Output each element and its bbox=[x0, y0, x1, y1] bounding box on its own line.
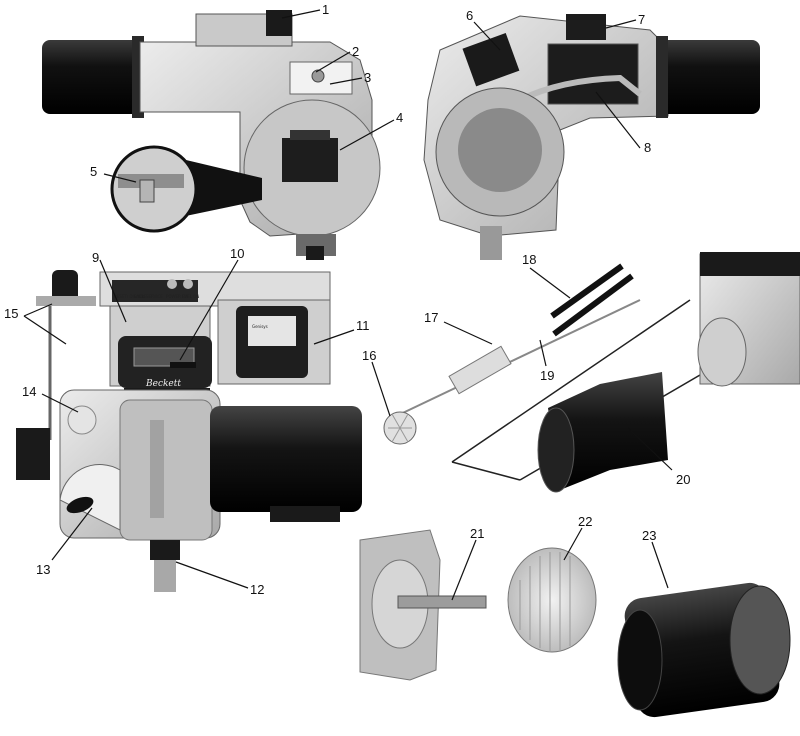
callout-15: 15 bbox=[4, 306, 18, 321]
callout-9: 9 bbox=[92, 250, 99, 265]
callout-20: 20 bbox=[676, 472, 690, 487]
callout-7: 7 bbox=[638, 12, 645, 27]
blower-wheel bbox=[507, 547, 597, 653]
panel-label-fuel: FUEL ON bbox=[182, 294, 199, 299]
motor bbox=[210, 406, 362, 512]
panel-label-lock: LOCK SERVICE bbox=[134, 294, 163, 299]
callout-10: 10 bbox=[230, 246, 244, 261]
callout-numbers: 1 2 3 4 5 6 7 8 9 10 11 12 13 14 15 16 1… bbox=[4, 2, 690, 597]
callout-2: 2 bbox=[352, 44, 359, 59]
callout-11: 11 bbox=[356, 318, 370, 333]
panel-label-power: POWER ON bbox=[166, 294, 188, 299]
callout-6: 6 bbox=[466, 8, 473, 23]
callout-5: 5 bbox=[90, 164, 97, 179]
callout-16: 16 bbox=[362, 348, 376, 363]
transformer-mount bbox=[282, 138, 338, 182]
shaft bbox=[397, 595, 487, 609]
electrode-assembly-exploded bbox=[383, 252, 800, 493]
control-brand-label: Beckett bbox=[145, 379, 181, 389]
nozzle-adapter bbox=[448, 345, 512, 395]
valve-block bbox=[266, 10, 292, 36]
burner-assembled-view: RESET/ DISABLE LOCK SERVICE POWER ON FUE… bbox=[16, 270, 362, 592]
callout-19: 19 bbox=[540, 368, 554, 383]
leader-lines bbox=[23, 9, 673, 601]
burner-view-left-side bbox=[42, 10, 381, 260]
callout-18: 18 bbox=[522, 252, 536, 267]
air-tube bbox=[42, 40, 142, 114]
ignitor-brand-label: Genisys bbox=[252, 324, 268, 329]
callout-22: 22 bbox=[578, 514, 592, 529]
callout-21: 21 bbox=[470, 526, 484, 541]
burner-view-right-side bbox=[423, 14, 760, 260]
callout-23: 23 bbox=[642, 528, 656, 543]
control-box-open bbox=[547, 43, 639, 105]
callout-3: 3 bbox=[364, 70, 371, 85]
callout-12: 12 bbox=[250, 582, 264, 597]
callout-17: 17 bbox=[424, 310, 438, 325]
callout-14: 14 bbox=[22, 384, 36, 399]
panel-label-reset: RESET/ DISABLE bbox=[114, 294, 147, 299]
air-shutter bbox=[59, 464, 121, 531]
callout-1: 1 bbox=[322, 2, 329, 17]
air-tube-right bbox=[660, 40, 760, 114]
callout-13: 13 bbox=[36, 562, 50, 577]
burner-head bbox=[548, 372, 668, 490]
callout-8: 8 bbox=[644, 140, 651, 155]
motor-assembly-exploded bbox=[359, 529, 791, 718]
callout-4: 4 bbox=[396, 110, 403, 125]
